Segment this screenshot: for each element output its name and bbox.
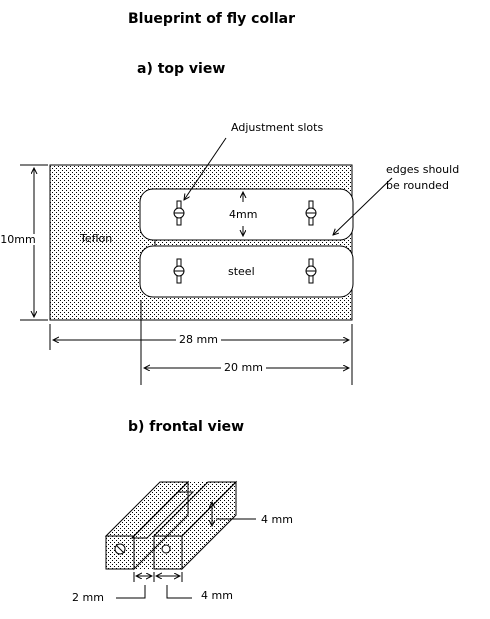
adjustment-slot [305, 200, 317, 226]
frontal-view [104, 480, 256, 599]
depth-label: 4 mm [261, 513, 293, 526]
steel-width-label: 20 mm [221, 362, 266, 373]
screw-head-left [114, 543, 126, 555]
gap-label: 4mm [229, 208, 258, 221]
steel-bar-upper [139, 188, 354, 241]
frontal-view-heading: b) frontal view [128, 419, 245, 435]
adjustment-slot [173, 258, 185, 284]
steel-label: steel [228, 265, 255, 278]
diagram-title: Blueprint of fly collar [128, 11, 296, 27]
adjustment-slots-label: Adjustment slots [231, 121, 324, 134]
adjustment-slot [305, 258, 317, 284]
screw-head-right [161, 544, 171, 554]
top-view [20, 137, 393, 385]
total-width-label: 28 mm [176, 334, 221, 345]
edges-note-line1: edges should [386, 163, 460, 176]
edges-note-line2: be rounded [386, 179, 449, 192]
teflon-label: Teflon [80, 232, 113, 245]
height-label: 10mm [0, 233, 36, 246]
edge-leader [333, 177, 393, 235]
steel-bar-lower [139, 245, 354, 298]
bar-width-label: 4 mm [201, 589, 233, 602]
top-view-heading: a) top view [137, 61, 226, 77]
gap-width-label: 2 mm [72, 591, 104, 604]
adjustment-slot [173, 200, 185, 226]
slot-leader [184, 137, 227, 200]
